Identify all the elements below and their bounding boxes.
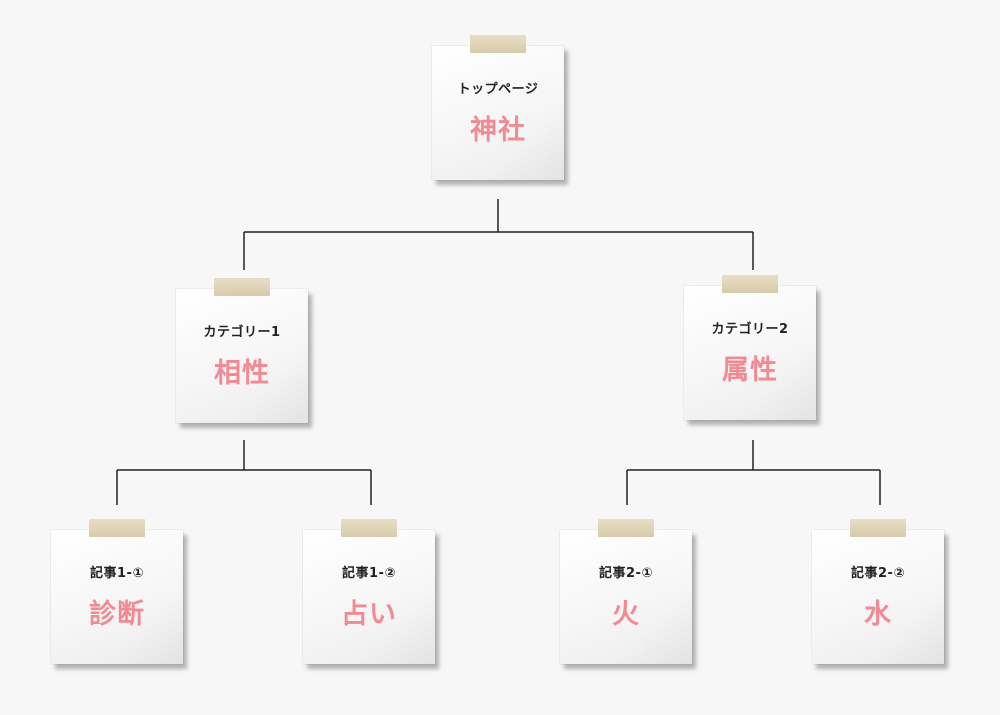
node-label: 記事2-① [599, 566, 653, 581]
tape-decoration [341, 519, 397, 537]
tape-decoration [598, 519, 654, 537]
node-label: 記事1-② [342, 566, 396, 581]
node-article-2-1: 記事2-① 火 [560, 519, 692, 664]
node-label: 記事2-② [851, 566, 905, 581]
node-top-page: トップページ 神社 [432, 35, 564, 180]
tape-decoration [214, 278, 270, 296]
node-title: 占い [341, 599, 397, 630]
node-category-1: カテゴリー1 相性 [176, 278, 308, 423]
tape-decoration [470, 35, 526, 53]
node-title: 相性 [214, 358, 270, 389]
node-title: 属性 [722, 355, 778, 386]
node-label: 記事1-① [90, 566, 144, 581]
node-title: 水 [864, 599, 892, 630]
node-article-2-2: 記事2-② 水 [812, 519, 944, 664]
node-article-1-1: 記事1-① 診断 [51, 519, 183, 664]
tape-decoration [850, 519, 906, 537]
node-category-2: カテゴリー2 属性 [684, 275, 816, 420]
node-label: カテゴリー1 [203, 325, 281, 340]
node-title: 火 [612, 599, 640, 630]
node-title: 診断 [89, 599, 145, 630]
node-article-1-2: 記事1-② 占い [303, 519, 435, 664]
tape-decoration [722, 275, 778, 293]
node-label: カテゴリー2 [711, 322, 789, 337]
node-title: 神社 [470, 115, 526, 146]
tape-decoration [89, 519, 145, 537]
node-label: トップページ [457, 82, 539, 97]
